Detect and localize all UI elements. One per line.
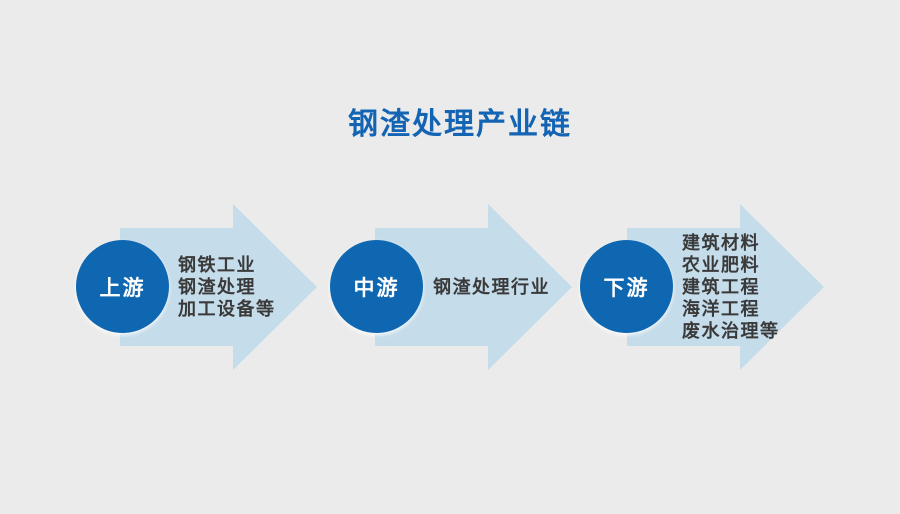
stage-item: 钢渣处理 (178, 277, 256, 297)
stage-items-upstream: 钢铁工业 钢渣处理 加工设备等 (178, 254, 276, 320)
stage-circle-upstream: 上游 (76, 240, 169, 333)
stage-item: 建筑工程 (682, 277, 760, 297)
page-title: 钢渣处理产业链 (348, 108, 572, 141)
stage-items-downstream: 建筑材料 农业肥料 建筑工程 海洋工程 废水治理等 (682, 232, 780, 342)
stage-label-downstream: 下游 (603, 276, 650, 300)
stage-items-midstream: 钢渣处理行业 (433, 276, 550, 298)
stage-item: 建筑材料 (682, 233, 760, 253)
stage-item: 废水治理等 (682, 321, 780, 341)
stage-label-midstream: 中游 (353, 276, 400, 300)
stage-item: 钢渣处理行业 (433, 277, 550, 297)
stage-label-upstream: 上游 (99, 276, 146, 300)
stage-circle-midstream: 中游 (330, 240, 423, 333)
stage-item: 农业肥料 (682, 255, 760, 275)
stage-item: 钢铁工业 (178, 255, 256, 275)
stage-circle-downstream: 下游 (580, 240, 673, 333)
stage-item: 加工设备等 (178, 299, 276, 319)
stage-item: 海洋工程 (682, 299, 760, 319)
